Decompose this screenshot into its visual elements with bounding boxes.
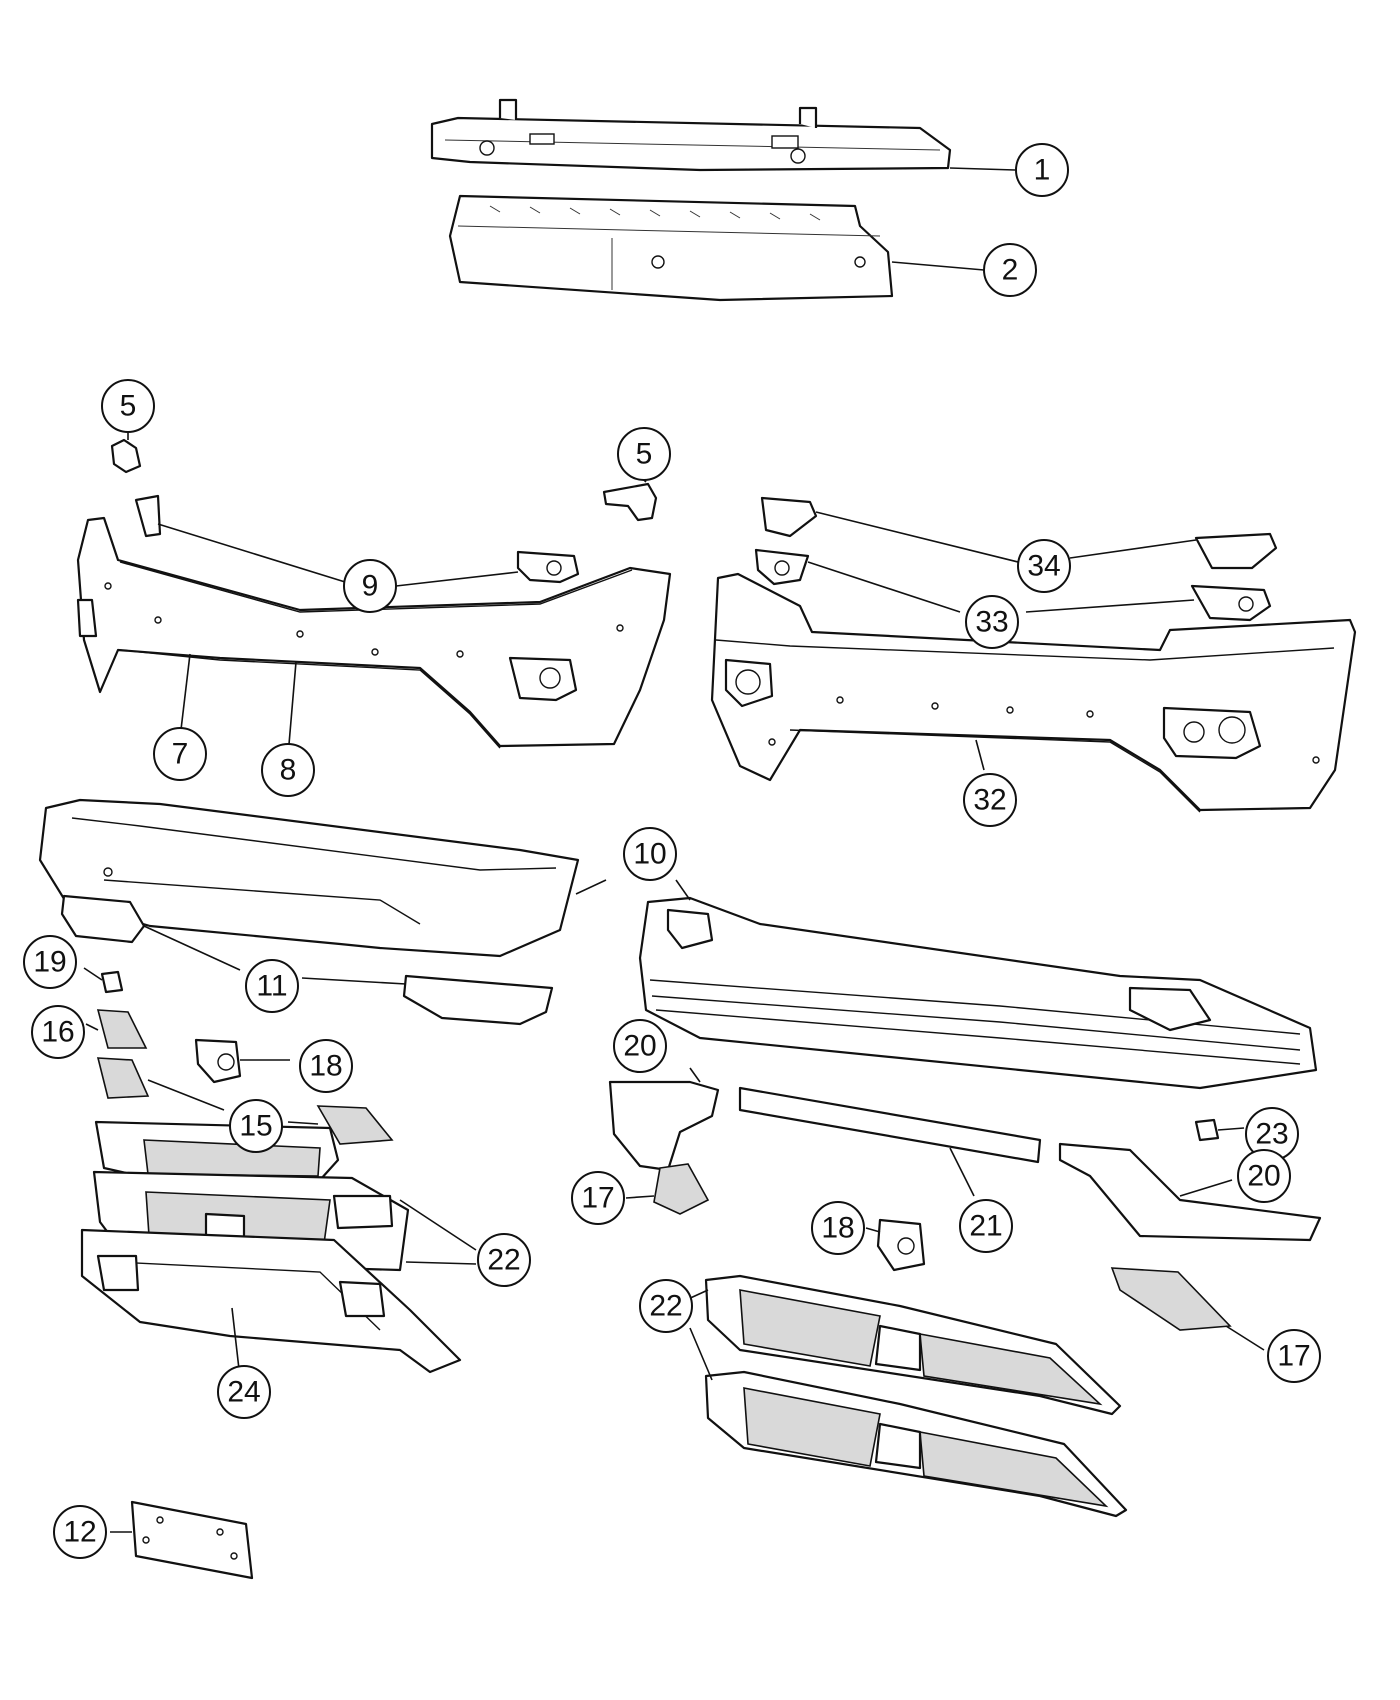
svg-text:5: 5 <box>120 390 137 423</box>
callout-15: 15 <box>229 1099 283 1153</box>
part-34-bezel-left <box>760 496 818 538</box>
svg-text:21: 21 <box>969 1210 1002 1243</box>
part-24-lower-trim <box>80 1228 462 1374</box>
part-9-bezel-left <box>134 494 162 538</box>
callout-17-right: 17 <box>1267 1329 1321 1383</box>
part-33-bezel-left <box>754 548 810 586</box>
svg-text:16: 16 <box>41 1016 74 1049</box>
callout-34: 34 <box>1017 539 1071 593</box>
callout-12: 12 <box>53 1505 107 1559</box>
callout-18-left: 18 <box>299 1039 353 1093</box>
callout-7: 7 <box>153 727 207 781</box>
part-34-bezel-right <box>1194 532 1278 570</box>
callout-8: 8 <box>261 743 315 797</box>
svg-text:7: 7 <box>172 738 189 771</box>
callout-5-right: 5 <box>617 427 671 481</box>
part-19-clip <box>100 970 124 994</box>
svg-text:22: 22 <box>649 1290 682 1323</box>
callout-23: 23 <box>1245 1107 1299 1161</box>
svg-text:1: 1 <box>1034 154 1051 187</box>
svg-text:33: 33 <box>975 606 1008 639</box>
part-22-grille-left-upper <box>94 1120 340 1182</box>
part-10-lower-fascia-left <box>38 798 580 958</box>
part-12-license-bracket <box>130 1500 254 1580</box>
callout-1: 1 <box>1015 143 1069 197</box>
svg-text:12: 12 <box>63 1516 96 1549</box>
part-15-grille-insert-right <box>316 1105 394 1145</box>
svg-text:17: 17 <box>581 1182 614 1215</box>
part-17-grille-insert-right <box>1110 1267 1232 1331</box>
part-2-energy-absorber <box>448 194 894 302</box>
part-11-trim-right <box>402 974 554 1026</box>
svg-text:18: 18 <box>821 1212 854 1245</box>
part-5-bracket-right <box>602 482 658 522</box>
callout-24: 24 <box>217 1365 271 1419</box>
part-15-grille-insert-left <box>96 1057 150 1099</box>
callout-21: 21 <box>959 1199 1013 1253</box>
part-18-bezel-right <box>876 1218 926 1272</box>
callout-19: 19 <box>23 935 77 989</box>
svg-text:11: 11 <box>256 970 287 1003</box>
svg-text:24: 24 <box>227 1376 260 1409</box>
part-18-bezel-left <box>194 1038 242 1084</box>
part-33-bezel-right <box>1190 584 1272 622</box>
part-1-reinforcement-beam <box>430 98 952 172</box>
svg-text:8: 8 <box>280 754 297 787</box>
part-22-grille-right-lower <box>704 1370 1128 1518</box>
callout-22-right: 22 <box>639 1279 693 1333</box>
svg-text:23: 23 <box>1255 1118 1288 1151</box>
part-10-lower-fascia-right <box>638 896 1318 1090</box>
svg-text:18: 18 <box>309 1050 342 1083</box>
part-20-trim-right <box>1058 1142 1322 1242</box>
part-22-grille-right-upper <box>704 1274 1122 1416</box>
part-17-grille-insert-left <box>653 1163 710 1215</box>
callout-5-left: 5 <box>101 379 155 433</box>
callout-22-left: 22 <box>477 1233 531 1287</box>
callout-10: 10 <box>623 827 677 881</box>
part-9-bezel-right <box>516 550 580 584</box>
callout-2: 2 <box>983 243 1037 297</box>
part-23-clip <box>1194 1118 1220 1142</box>
part-5-bracket-left <box>110 438 142 474</box>
part-32-upper-fascia <box>710 572 1357 813</box>
callout-16: 16 <box>31 1005 85 1059</box>
svg-text:2: 2 <box>1002 254 1019 287</box>
callout-20-left: 20 <box>613 1019 667 1073</box>
svg-text:20: 20 <box>623 1030 656 1063</box>
svg-text:34: 34 <box>1027 550 1060 583</box>
callout-32: 32 <box>963 773 1017 827</box>
callout-18-right: 18 <box>811 1201 865 1255</box>
part-11-trim-left <box>60 894 146 944</box>
svg-text:22: 22 <box>487 1244 520 1277</box>
leader-lines <box>83 167 1265 1533</box>
svg-text:17: 17 <box>1277 1340 1310 1373</box>
svg-text:5: 5 <box>636 438 653 471</box>
svg-text:9: 9 <box>362 570 379 603</box>
svg-text:15: 15 <box>239 1110 272 1143</box>
part-21-center-trim <box>738 1086 1042 1164</box>
part-16-grille-insert <box>96 1009 148 1049</box>
callout-17-left: 17 <box>571 1171 625 1225</box>
callout-11: 11 <box>245 959 299 1013</box>
part-20-trim-left <box>608 1080 720 1172</box>
svg-text:19: 19 <box>33 946 66 979</box>
callout-20-right: 20 <box>1237 1149 1291 1203</box>
callout-33: 33 <box>965 595 1019 649</box>
svg-text:32: 32 <box>973 784 1006 817</box>
part-7-8-upper-fascia <box>76 516 672 749</box>
svg-text:20: 20 <box>1247 1160 1280 1193</box>
callout-9: 9 <box>343 559 397 613</box>
svg-text:10: 10 <box>633 838 666 871</box>
